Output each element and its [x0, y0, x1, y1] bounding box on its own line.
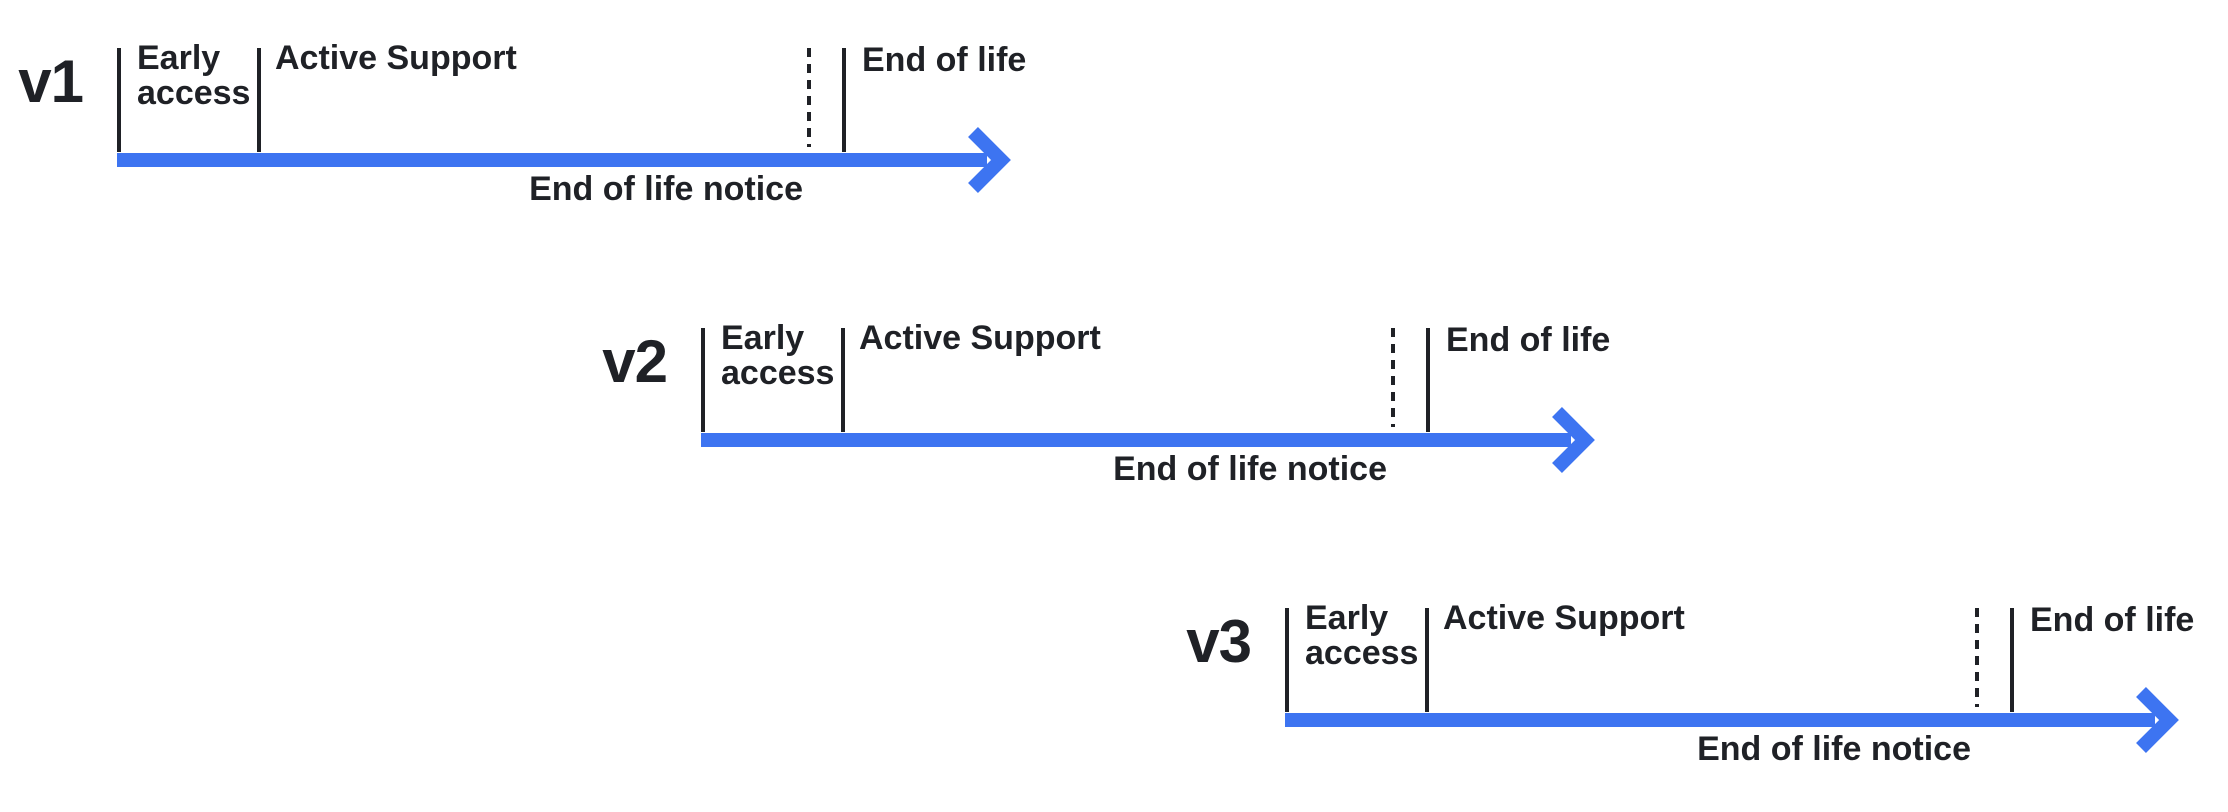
timeline-row-v1: v1 Early access Active Support End of li…: [17, 41, 1077, 263]
timeline-arrowhead: [968, 127, 1011, 193]
early-access-label: Early access: [1305, 599, 1419, 672]
end-of-life-label: End of life: [2030, 601, 2195, 639]
active-support-label: Active Support: [275, 39, 517, 77]
timeline-graphic: [117, 48, 1011, 193]
end-of-life-notice-label: End of life notice: [1113, 450, 1387, 488]
timeline-arrowhead: [2136, 687, 2179, 753]
end-of-life-label: End of life: [1446, 321, 1611, 359]
version-label: v1: [18, 48, 84, 115]
timeline-graphic: [1285, 608, 2179, 753]
version-label: v2: [602, 328, 668, 395]
timeline-row-v3: v3 Early access Active Support End of li…: [1185, 601, 2228, 812]
end-of-life-label: End of life: [862, 41, 1027, 79]
end-of-life-notice-label: End of life notice: [1697, 730, 1971, 768]
version-label: v3: [1186, 608, 1252, 675]
active-support-label: Active Support: [859, 319, 1101, 357]
timeline-graphic: [701, 328, 1595, 473]
timeline-arrowhead: [1552, 407, 1595, 473]
timeline-row-v2: v2 Early access Active Support End of li…: [601, 321, 1661, 543]
early-access-label: Early access: [137, 39, 251, 112]
end-of-life-notice-label: End of life notice: [529, 170, 803, 208]
early-access-label: Early access: [721, 319, 835, 392]
active-support-label: Active Support: [1443, 599, 1685, 637]
